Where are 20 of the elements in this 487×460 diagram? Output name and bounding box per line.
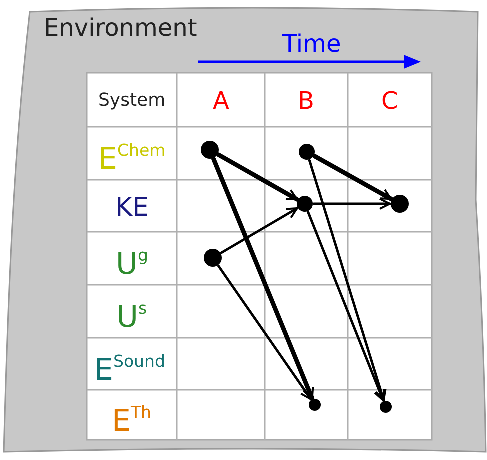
arrow bbox=[312, 154, 394, 202]
row-label: KE bbox=[116, 195, 149, 221]
column-header: B bbox=[298, 89, 314, 113]
row-label: E$^{Th}$ bbox=[112, 407, 152, 437]
row-label: E$^{Sound}$ bbox=[94, 356, 166, 386]
arrow bbox=[217, 264, 312, 400]
panel-title: Environment bbox=[44, 16, 198, 40]
arrow bbox=[308, 159, 387, 402]
column-header: C bbox=[382, 89, 398, 113]
axis-label: Time bbox=[282, 32, 342, 56]
row-label: U$^{g}$ bbox=[116, 250, 148, 280]
arrow bbox=[216, 152, 300, 202]
arrow bbox=[220, 207, 298, 254]
row-label: E$^{Chem}$ bbox=[98, 145, 166, 175]
arrow bbox=[307, 211, 386, 402]
column-header: System bbox=[98, 92, 166, 110]
row-label: U$^{s}$ bbox=[116, 303, 148, 333]
arrow bbox=[312, 198, 392, 210]
column-header: A bbox=[213, 89, 230, 113]
arrow bbox=[212, 157, 315, 401]
